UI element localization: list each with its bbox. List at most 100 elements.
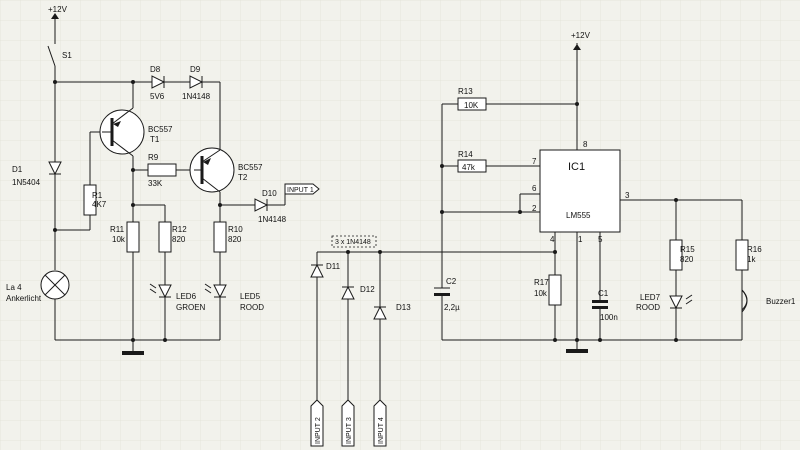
ground-symbol-right <box>566 349 588 353</box>
resistor-r10: R10 820 <box>213 205 243 285</box>
supply-left: +12V <box>48 5 68 32</box>
svg-text:LM555: LM555 <box>566 211 591 220</box>
svg-text:3: 3 <box>625 191 630 200</box>
svg-text:5V6: 5V6 <box>150 92 165 101</box>
svg-text:D11: D11 <box>326 262 341 271</box>
svg-text:6: 6 <box>532 184 537 193</box>
ground-symbol-left <box>122 351 144 355</box>
capacitor-c1: C1 100n <box>592 232 618 340</box>
svg-text:INPUT 4: INPUT 4 <box>378 417 385 444</box>
resistor-r16: R16 1k <box>735 200 762 290</box>
svg-text:ROOD: ROOD <box>240 303 264 312</box>
resistor-r1: R1 4K7 <box>55 131 107 231</box>
svg-text:D9: D9 <box>190 65 201 74</box>
input-1-port: INPUT 1 <box>284 183 320 205</box>
svg-text:100n: 100n <box>600 313 618 322</box>
supply-right: +12V <box>571 31 591 150</box>
led-led5: LED5 ROOD <box>204 283 264 340</box>
switch-s1: S1 <box>47 32 72 82</box>
svg-text:47k: 47k <box>462 163 476 172</box>
svg-text:C1: C1 <box>598 289 609 298</box>
svg-text:8: 8 <box>583 140 588 149</box>
svg-text:IC1: IC1 <box>568 161 585 173</box>
svg-text:R16: R16 <box>747 245 762 254</box>
svg-text:1N5404: 1N5404 <box>12 178 41 187</box>
svg-text:1N4148: 1N4148 <box>182 92 211 101</box>
svg-text:820: 820 <box>680 255 694 264</box>
svg-text:2,2µ: 2,2µ <box>444 303 460 312</box>
ic1-lm555: IC1 LM555 8 7 6 2 3 4 1 5 <box>532 140 630 244</box>
resistor-r12: R12 820 <box>158 205 187 285</box>
svg-text:BC557: BC557 <box>238 163 263 172</box>
diode-d13: D13 <box>373 252 411 400</box>
diode-d10: D10 1N4148 <box>220 189 287 224</box>
svg-text:D10: D10 <box>262 189 277 198</box>
svg-text:R13: R13 <box>458 87 473 96</box>
svg-text:4K7: 4K7 <box>92 200 107 209</box>
svg-text:LED6: LED6 <box>176 292 197 301</box>
input-2-port: INPUT 2 <box>310 399 324 447</box>
led-led7: LED7 ROOD <box>636 293 693 340</box>
svg-text:2: 2 <box>532 204 537 213</box>
svg-text:R1: R1 <box>92 191 103 200</box>
svg-text:LED7: LED7 <box>640 293 661 302</box>
svg-text:INPUT 3: INPUT 3 <box>346 417 353 444</box>
svg-text:R12: R12 <box>172 225 187 234</box>
svg-text:10K: 10K <box>464 101 479 110</box>
transistor-t2: BC557 T2 <box>189 147 263 205</box>
diode-d11: D11 <box>310 252 341 400</box>
resistor-r13: R13 10K <box>442 87 577 111</box>
svg-text:1N4148: 1N4148 <box>258 215 287 224</box>
resistor-r15: R15 820 <box>669 200 695 296</box>
svg-text:T2: T2 <box>238 173 248 182</box>
svg-text:GROEN: GROEN <box>176 303 206 312</box>
resistor-r14: R14 47k <box>442 150 540 173</box>
svg-text:S1: S1 <box>62 51 72 60</box>
svg-text:820: 820 <box>172 235 186 244</box>
svg-text:INPUT 1: INPUT 1 <box>287 187 314 194</box>
svg-text:Ankerlicht: Ankerlicht <box>6 294 42 303</box>
lamp-la4: La 4 Ankerlicht <box>6 270 70 340</box>
svg-text:C2: C2 <box>446 277 457 286</box>
svg-text:R14: R14 <box>458 150 473 159</box>
svg-text:1k: 1k <box>747 255 756 264</box>
svg-text:3 x 1N4148: 3 x 1N4148 <box>335 239 371 246</box>
svg-text:R11: R11 <box>110 225 125 234</box>
capacitor-c2: C2 2,2µ <box>434 277 460 340</box>
svg-text:1: 1 <box>578 235 583 244</box>
svg-text:T1: T1 <box>150 135 160 144</box>
svg-text:10k: 10k <box>534 289 548 298</box>
diode-note-box <box>331 235 377 248</box>
svg-text:4: 4 <box>550 235 555 244</box>
resistor-r17: R17 10k <box>534 274 562 340</box>
svg-text:R15: R15 <box>680 245 695 254</box>
svg-text:R9: R9 <box>148 153 159 162</box>
svg-text:820: 820 <box>228 235 242 244</box>
svg-text:33K: 33K <box>148 179 163 188</box>
resistor-r9: R9 33K <box>133 153 194 188</box>
input-3-port: INPUT 3 <box>341 399 355 447</box>
transistor-t1: BC557 T1 <box>99 82 173 340</box>
diode-d1: D1 1N5404 <box>12 82 62 270</box>
svg-text:7: 7 <box>532 157 537 166</box>
svg-text:D8: D8 <box>150 65 161 74</box>
svg-text:+12V: +12V <box>48 5 68 14</box>
svg-text:ROOD: ROOD <box>636 303 660 312</box>
svg-text:D13: D13 <box>396 303 411 312</box>
svg-text:INPUT 2: INPUT 2 <box>315 417 322 444</box>
svg-text:Buzzer1: Buzzer1 <box>766 297 796 306</box>
input-4-port: INPUT 4 <box>373 399 387 447</box>
svg-text:10k: 10k <box>112 235 126 244</box>
buzzer-symbol: Buzzer1 <box>741 289 796 340</box>
resistor-r11: R11 10k <box>110 221 140 253</box>
svg-text:LED5: LED5 <box>240 292 261 301</box>
diode-d9: D9 1N4148 <box>182 65 211 101</box>
diode-d8: D8 5V6 <box>150 65 166 101</box>
svg-text:+12V: +12V <box>571 31 591 40</box>
svg-text:La 4: La 4 <box>6 283 22 292</box>
svg-text:R17: R17 <box>534 278 549 287</box>
svg-text:BC557: BC557 <box>148 125 173 134</box>
led-led6: LED6 GROEN <box>149 283 206 340</box>
svg-text:D1: D1 <box>12 165 23 174</box>
svg-text:R10: R10 <box>228 225 243 234</box>
